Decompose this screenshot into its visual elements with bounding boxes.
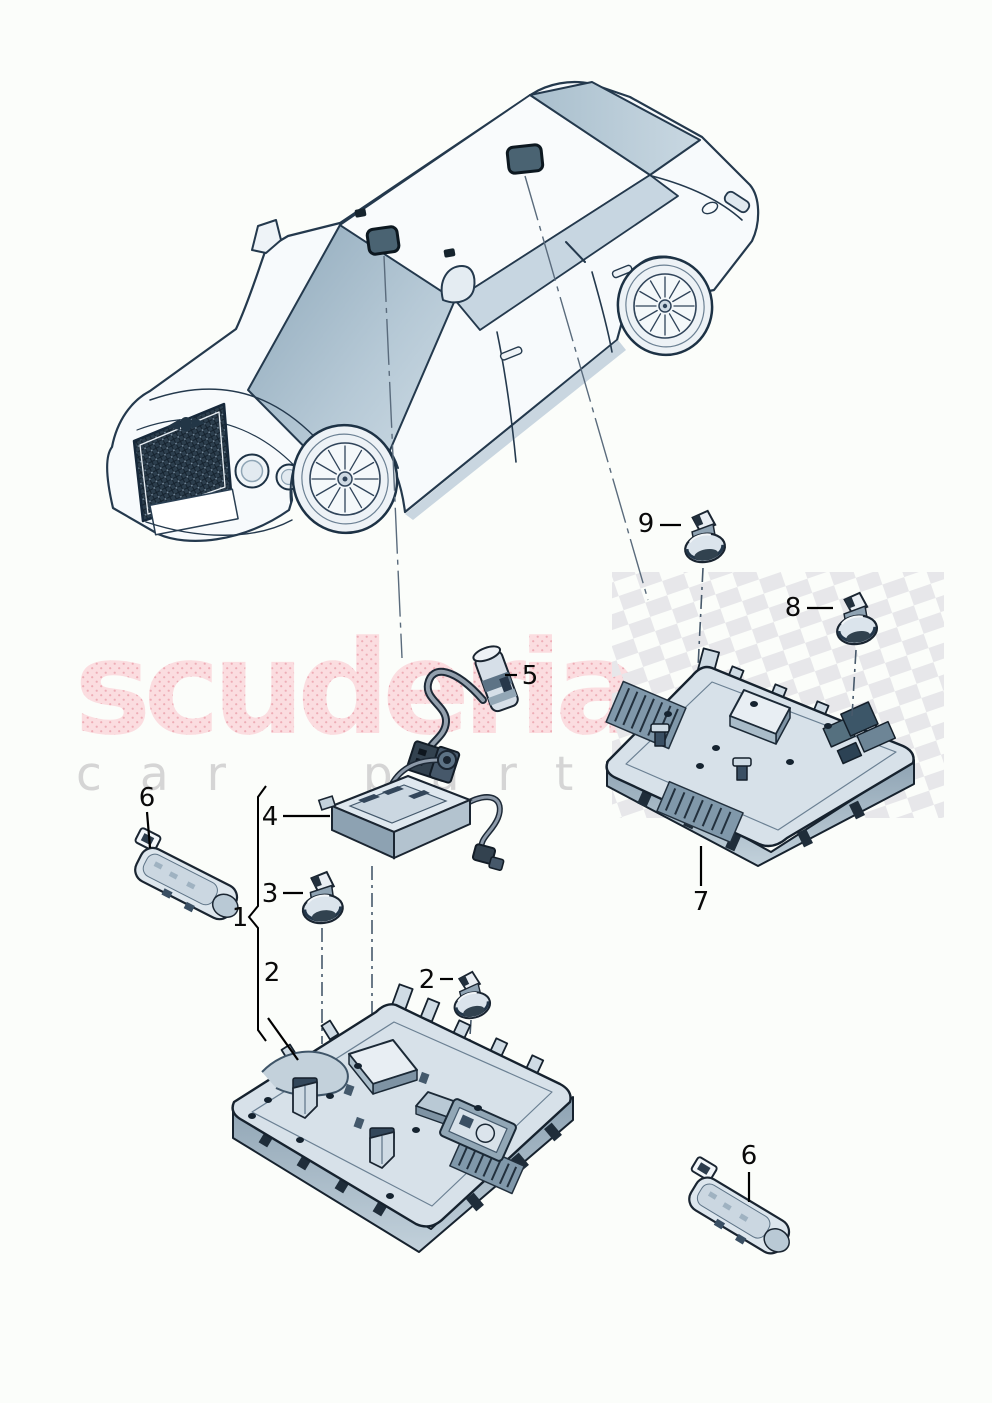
car-far-mirror (251, 219, 282, 254)
callout-9: 9 (638, 509, 655, 539)
car-sill (405, 340, 626, 520)
car-trunk-line (651, 175, 743, 221)
callout-6-right: 6 (741, 1141, 758, 1171)
callout-2-left: 2 (264, 958, 281, 988)
car-rear-window (529, 81, 701, 176)
car-side-windows (454, 174, 679, 331)
car-rear-wheel (616, 255, 714, 357)
callout-1: 1 (232, 903, 249, 933)
watermark-brand: scuderia (74, 612, 635, 764)
callout-2-right: 2 (419, 965, 436, 995)
callout-leaders (145, 523, 833, 1202)
alignment-line-front (383, 255, 403, 659)
car-taillight (723, 190, 751, 214)
car-front-wheel (291, 423, 399, 535)
roof-marker-dot-left (354, 208, 367, 218)
callout-8: 8 (785, 593, 802, 623)
bracket-1 (247, 785, 267, 1042)
car-door-handle-front (499, 346, 523, 361)
car-bumper-line (145, 519, 293, 536)
car-license-plate (149, 488, 239, 536)
part-module-4 (317, 750, 505, 871)
part-plug-2 (445, 968, 495, 1024)
rear-console-clips (650, 723, 752, 781)
front-console-opening (439, 1098, 517, 1162)
part-front-console (231, 983, 574, 1253)
callout-3: 3 (262, 879, 279, 909)
car-illustration (106, 80, 760, 542)
car-door-handle-rear (611, 264, 633, 279)
car-fuel-door (701, 201, 719, 215)
car-door-seam-rear (591, 271, 613, 353)
front-console-module (348, 1039, 418, 1095)
alignment-line-rear (524, 175, 649, 601)
rear-console-module (729, 689, 791, 745)
brand-wings-icon (166, 417, 206, 431)
part-lamp-6-right (670, 1155, 806, 1267)
car-b-pillar (565, 241, 586, 263)
part-rear-console (605, 647, 915, 867)
callout-6-left: 6 (139, 783, 156, 813)
sensor-9-alignment (697, 567, 704, 669)
front-console-pillar-clips (292, 1077, 395, 1169)
car-door-seam-front (496, 331, 517, 463)
car-near-mirror (440, 265, 476, 304)
part-sensor-9 (677, 507, 729, 567)
callout-4: 4 (262, 802, 279, 832)
watermark-tagline: car parts (76, 747, 674, 802)
sensor-8-alignment (851, 649, 857, 717)
callout-7: 7 (693, 887, 710, 917)
part-sensor-3 (296, 869, 347, 928)
roof-marker-dot-right (443, 248, 456, 258)
callout-5: 5 (522, 661, 539, 691)
roof-marker-front-console (365, 225, 401, 256)
roof-marker-rear-console (505, 143, 545, 175)
